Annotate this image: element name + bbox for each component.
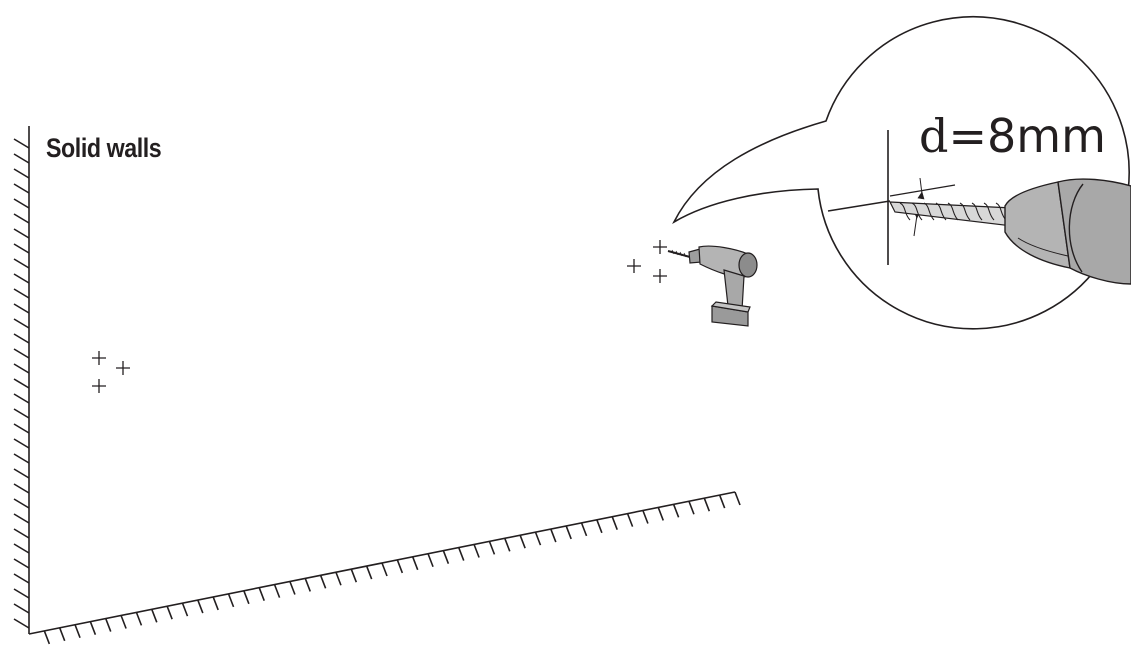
- hatch-mark: [243, 590, 250, 605]
- hatch-mark: [104, 618, 112, 632]
- hatch-mark: [13, 138, 30, 149]
- hatch-mark: [13, 453, 30, 464]
- diameter-value: =8mm: [948, 109, 1106, 163]
- hatch-mark: [13, 558, 30, 569]
- hatch-mark: [304, 578, 312, 592]
- hatch-mark: [289, 581, 296, 595]
- hatch-mark: [13, 318, 30, 329]
- hatch-mark: [13, 303, 30, 314]
- hatch-mark: [442, 550, 450, 564]
- hatch-mark: [258, 587, 265, 601]
- bit-flute: [947, 202, 959, 221]
- detail-zoom: [827, 130, 1131, 285]
- bit-flute: [923, 202, 935, 221]
- hatch-mark: [135, 612, 143, 626]
- hatch-mark: [13, 528, 30, 539]
- bit-flute: [959, 202, 971, 221]
- hatch-mark: [13, 543, 30, 554]
- hatch-mark: [13, 153, 30, 164]
- hatch-mark: [734, 491, 741, 506]
- hatch-mark: [703, 497, 711, 512]
- hatch-mark: [13, 228, 30, 239]
- hatch-mark: [718, 494, 726, 509]
- hatch-mark: [227, 593, 235, 608]
- hatch-mark: [335, 571, 342, 586]
- hatch-mark: [212, 596, 219, 611]
- hatch-mark: [13, 258, 30, 269]
- hatch-mark: [350, 568, 358, 583]
- hatch-mark: [672, 504, 680, 518]
- hatch-mark: [197, 599, 204, 614]
- hatch-mark: [13, 498, 30, 509]
- bit-flute: [899, 202, 911, 221]
- left-wall: [13, 126, 30, 634]
- hatch-mark: [365, 565, 373, 580]
- hatch-mark: [13, 198, 30, 209]
- hatch-mark: [13, 273, 30, 284]
- hatch-mark: [13, 513, 30, 524]
- hatch-mark: [688, 500, 695, 515]
- hatch-mark: [411, 556, 419, 571]
- hatch-mark: [13, 168, 30, 179]
- drill-hole-marks-left: [92, 351, 130, 393]
- hatch-mark: [626, 513, 634, 527]
- hatch-mark: [13, 393, 30, 404]
- hatch-mark: [13, 213, 30, 224]
- hatch-mark: [89, 621, 97, 635]
- hatch-mark: [166, 605, 173, 620]
- hatch-mark: [13, 378, 30, 389]
- hatch-mark: [13, 333, 30, 344]
- hatch-mark: [13, 408, 30, 419]
- hatch-mark: [550, 528, 557, 543]
- hatch-mark: [396, 559, 404, 574]
- hatch-mark: [381, 562, 388, 577]
- hatch-mark: [319, 575, 327, 589]
- hatch-mark: [13, 363, 30, 374]
- hatch-mark: [519, 534, 526, 549]
- hatch-mark: [13, 183, 30, 194]
- hatch-mark: [74, 624, 81, 639]
- hatch-mark: [13, 348, 30, 359]
- bit-flute: [935, 202, 947, 221]
- hatch-mark: [13, 423, 30, 434]
- hatch-mark: [642, 510, 649, 524]
- hatch-mark: [273, 584, 281, 598]
- page-title: Solid walls: [46, 133, 162, 163]
- hatch-mark: [596, 519, 603, 534]
- diameter-label: d=8mm: [919, 113, 1106, 159]
- hatch-mark: [58, 627, 66, 642]
- hatch-mark: [473, 544, 480, 558]
- diameter-symbol: d: [919, 109, 949, 163]
- hatch-mark: [13, 243, 30, 254]
- floor-line: [28, 491, 741, 645]
- hatch-mark: [488, 541, 496, 555]
- hatch-mark: [13, 573, 30, 584]
- hatch-mark: [13, 288, 30, 299]
- bit-flute: [983, 202, 995, 221]
- hatch-mark: [120, 615, 127, 629]
- drill-hole-marks-right: [627, 240, 667, 283]
- hatch-mark: [580, 522, 588, 537]
- hatch-mark: [565, 525, 572, 540]
- hatch-mark: [457, 547, 465, 561]
- hatch-mark: [13, 618, 30, 629]
- hatch-mark: [611, 516, 618, 530]
- hatch-mark: [657, 507, 665, 521]
- hatch-mark: [13, 438, 30, 449]
- hatch-mark: [43, 630, 51, 645]
- power-drill-icon: [667, 245, 758, 327]
- hatch-mark: [13, 483, 30, 494]
- bit-flute: [911, 202, 923, 221]
- hatch-mark: [13, 588, 30, 599]
- hatch-mark: [13, 468, 30, 479]
- hatch-mark: [427, 553, 434, 568]
- hatch-mark: [13, 603, 30, 614]
- hatch-mark: [504, 538, 511, 552]
- bit-flute: [971, 202, 983, 221]
- hatch-mark: [534, 531, 542, 546]
- hatch-mark: [151, 609, 158, 623]
- hatch-mark: [181, 602, 189, 617]
